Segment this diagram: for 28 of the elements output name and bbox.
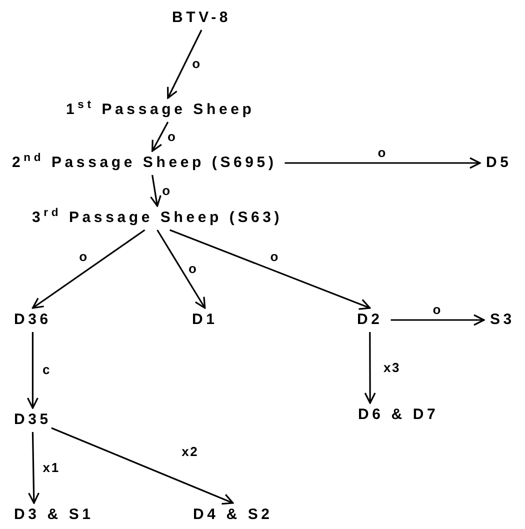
edge-label: x3 <box>382 360 402 374</box>
stage-label: D2 <box>357 310 383 330</box>
arrow <box>152 122 169 152</box>
arrow <box>390 314 485 326</box>
arrow <box>170 229 371 310</box>
stage-label: 1$^{st}$ Passage Sheep <box>66 100 255 120</box>
arrow <box>26 332 38 409</box>
stage-label: D6 & D7 <box>358 405 439 425</box>
stage-label: BTV-8 <box>172 8 232 28</box>
stage-label: S3 <box>490 310 515 330</box>
arrow <box>156 230 206 309</box>
arrow <box>32 229 146 309</box>
stage-label: D3 & S1 <box>14 505 94 525</box>
stage-label: D5 <box>486 153 512 173</box>
arrow <box>150 174 162 207</box>
stage-label: 2$^{nd}$ Passage Sheep (S695) <box>12 153 277 173</box>
stage-label: D1 <box>192 310 218 330</box>
arrow <box>284 157 481 169</box>
stage-label: D36 <box>14 310 52 330</box>
stage-label: D35 <box>14 410 52 430</box>
edge-label: x2 <box>180 444 200 458</box>
arrow <box>51 427 234 505</box>
stage-label: D4 & S2 <box>193 505 273 525</box>
arrow <box>167 30 202 99</box>
stage-label: 3$^{rd}$ Passage Sheep (S63) <box>32 208 283 228</box>
arrow <box>28 432 40 504</box>
edge-label: x1 <box>42 460 61 474</box>
arrow <box>364 332 376 404</box>
